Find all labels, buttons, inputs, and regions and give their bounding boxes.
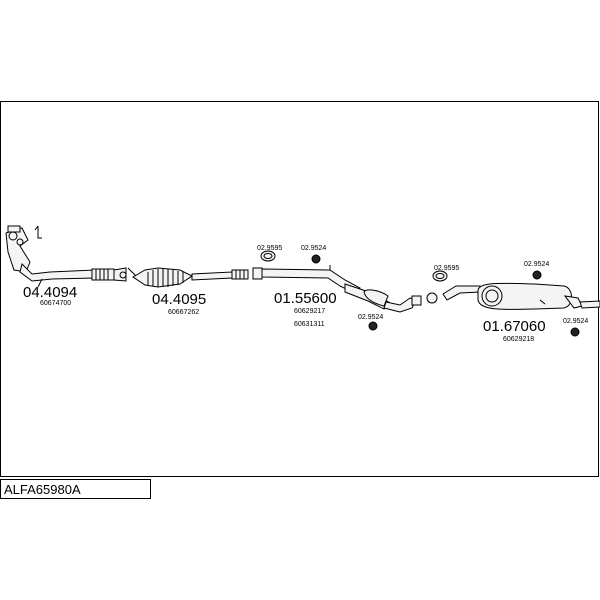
fitting-label-6: 02.9524 bbox=[563, 318, 588, 325]
fitting-rubber-1 bbox=[311, 254, 321, 264]
fitting-label-3: 02.9524 bbox=[358, 314, 383, 321]
diagram-frame bbox=[0, 101, 599, 477]
fitting-label-4: 02.9595 bbox=[434, 265, 459, 272]
part-number-01-67060: 01.67060 bbox=[483, 318, 546, 335]
part-04-4095 bbox=[127, 267, 249, 288]
fitting-label-5: 02.9524 bbox=[524, 261, 549, 268]
diagram-title: ALFA65980A bbox=[4, 482, 81, 497]
part-01-67060 bbox=[442, 282, 600, 310]
fitting-rubber-3 bbox=[532, 270, 542, 280]
part-number-04-4095: 04.4095 bbox=[152, 291, 206, 308]
fitting-label-2: 02.9524 bbox=[301, 245, 326, 252]
oe-number-60631311: 60631311 bbox=[294, 321, 325, 328]
fitting-rubber-2 bbox=[368, 321, 378, 331]
title-box: ALFA65980A bbox=[0, 479, 151, 499]
part-01-55600 bbox=[252, 265, 422, 313]
part-04-4094 bbox=[5, 225, 127, 288]
fitting-rubber-4 bbox=[570, 327, 580, 337]
oe-number-60629218: 60629218 bbox=[503, 336, 534, 343]
part-number-01-55600: 01.55600 bbox=[274, 290, 337, 307]
part-number-04-4094: 04.4094 bbox=[23, 284, 77, 301]
oe-number-60674700: 60674700 bbox=[40, 300, 71, 307]
fitting-clamp-1 bbox=[260, 250, 276, 262]
fitting-clamp-2 bbox=[432, 270, 448, 282]
oe-number-60629217: 60629217 bbox=[294, 308, 325, 315]
oe-number-60667262: 60667262 bbox=[168, 309, 199, 316]
fitting-label-1: 02.9595 bbox=[257, 245, 282, 252]
fitting-clamp-3 bbox=[426, 292, 438, 304]
